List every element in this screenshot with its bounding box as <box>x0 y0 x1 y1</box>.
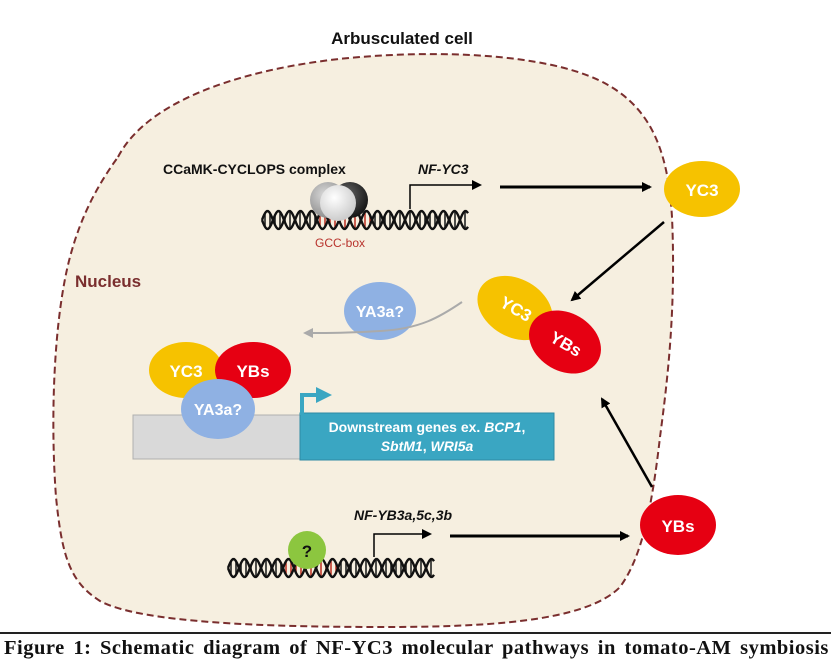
downstream-prefix: Downstream genes ex. <box>329 419 485 435</box>
caption-rule <box>0 632 831 634</box>
ya3a-free-label: YA3a? <box>356 304 404 321</box>
complex-sphere-light <box>320 185 356 221</box>
gene-bcp1: BCP1 <box>484 419 522 435</box>
gene-wri5a: WRI5a <box>430 438 473 454</box>
cell-outline <box>52 53 675 629</box>
complex-label: CCaMK-CYCLOPS complex <box>163 161 346 177</box>
downstream-genes-box <box>299 412 555 461</box>
ya3a-protein-promoter <box>181 379 255 439</box>
nucleus-label: Nucleus <box>75 272 141 291</box>
cell-title: Arbusculated cell <box>331 29 473 48</box>
yc3-protein-free <box>664 161 740 217</box>
gene-label-nfyb: NF-YB3a,5c,3b <box>354 507 452 523</box>
unknown-factor <box>288 531 326 569</box>
downstream-arrow-head <box>316 387 332 403</box>
downstream-line2: SbtM1, WRI5a <box>381 438 474 454</box>
nfyc3-transcription-arrow <box>409 180 482 209</box>
arrow-yc3-to-complex <box>570 221 665 302</box>
ybs-promoter-label: YBs <box>236 362 269 381</box>
ya3a-promoter-label: YA3a? <box>194 402 242 419</box>
downstream-transcription-arrow <box>300 393 318 415</box>
ya3a-protein-free <box>344 282 416 340</box>
gene-label-nfyc3: NF-YC3 <box>418 161 469 177</box>
ybs-protein-bound <box>529 310 601 374</box>
downstream-line1: Downstream genes ex. BCP1, <box>329 419 526 435</box>
downstream-comma: , <box>522 419 526 435</box>
gcc-box-label: GCC-box <box>315 236 365 250</box>
figure-caption: Figure 1: Schematic diagram of NF-YC3 mo… <box>0 632 831 666</box>
downstream-sep: , <box>423 438 431 454</box>
unknown-factor-label: ? <box>302 542 312 561</box>
yc3-free-label: YC3 <box>685 181 718 200</box>
yc3-promoter-label: YC3 <box>169 362 202 381</box>
caption-text: Figure 1: Schematic diagram of NF-YC3 mo… <box>4 637 829 659</box>
arrow-ybs-to-complex <box>600 397 654 488</box>
dna-helix-top <box>260 209 469 231</box>
ybs-free-label: YBs <box>661 517 694 536</box>
arrow-ya3a-gray <box>303 301 463 338</box>
yc3-ybs-complex: YC3 YBs <box>477 275 601 374</box>
nfyb-transcription-arrow <box>373 529 432 557</box>
gene-sbtm1: SbtM1 <box>381 438 423 454</box>
ybs-protein-free <box>640 495 716 555</box>
